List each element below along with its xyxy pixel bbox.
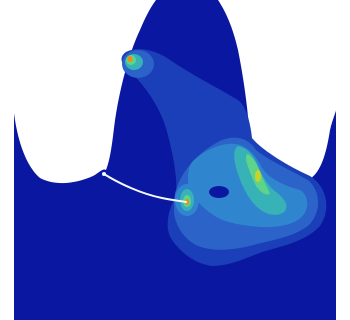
stress-peak-right (255, 170, 261, 182)
upper-concentration-peak (127, 56, 133, 62)
interior-hole-rim (203, 181, 235, 203)
interior-hole (209, 186, 229, 198)
crack-line (103, 173, 187, 203)
crack-origin (102, 172, 106, 176)
